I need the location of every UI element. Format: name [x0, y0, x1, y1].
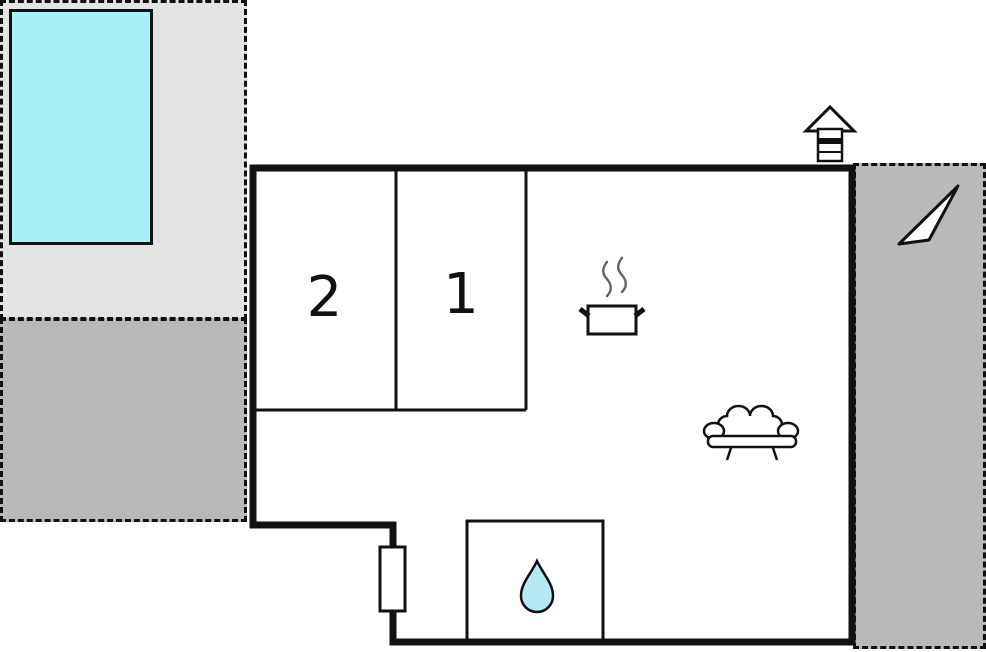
sofa-seat: [706, 434, 798, 449]
well-band: [817, 138, 843, 144]
pot-body: [586, 304, 638, 336]
left-terrace-area: [0, 318, 247, 522]
sofa-legs: [725, 447, 779, 461]
pot-handle-left: [578, 307, 591, 318]
bathroom-walls: [465, 519, 605, 645]
right-terrace-area: [853, 163, 986, 649]
room-label-2: 2: [306, 265, 343, 330]
building-outline: [249, 164, 856, 646]
steaming-pot-icon: [578, 256, 646, 336]
steam-line: [617, 256, 627, 294]
room-label-1: 1: [443, 262, 479, 327]
well-body: [816, 127, 844, 163]
door-icon: [378, 545, 407, 613]
pool-terrace-area: [0, 0, 247, 320]
swimming-pool: [9, 9, 153, 245]
water-drop-icon: [519, 558, 555, 614]
steam-line: [602, 260, 612, 298]
well-roof: [802, 104, 858, 133]
sofa-icon: [702, 404, 800, 461]
north-arrow-icon: [897, 184, 960, 246]
pot-handle-right: [633, 307, 646, 318]
well-icon: [802, 104, 858, 163]
sofa-back: [716, 404, 784, 440]
